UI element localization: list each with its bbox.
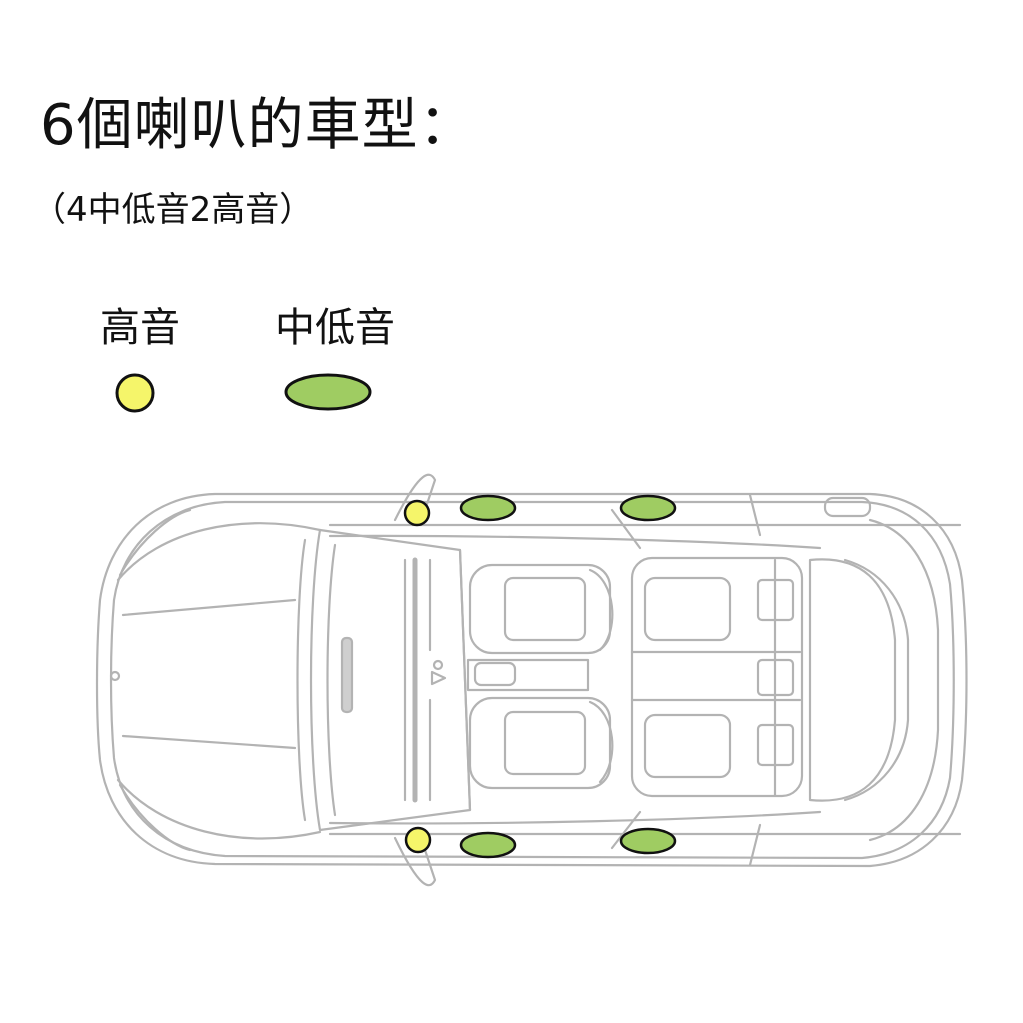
- speakers: [403, 494, 677, 859]
- legend-midbass-icon: [284, 373, 372, 411]
- tweeter-front-left-icon: [403, 499, 431, 527]
- midbass-rear-right-icon: [619, 827, 677, 855]
- page-subtitle: （4中低音2高音）: [32, 190, 314, 230]
- legend-tweeter-icon: [115, 373, 155, 413]
- tweeter-front-right-icon: [404, 826, 432, 854]
- midbass-front-right-icon: [459, 831, 517, 859]
- midbass-front-left-icon: [459, 494, 517, 522]
- legend-midbass-label: 中低音: [275, 305, 395, 351]
- legend-tweeter-label: 高音: [100, 305, 180, 351]
- midbass-rear-left-icon: [619, 494, 677, 522]
- page-title: 6個喇叭的車型：: [40, 93, 476, 158]
- car-outline: [95, 473, 968, 887]
